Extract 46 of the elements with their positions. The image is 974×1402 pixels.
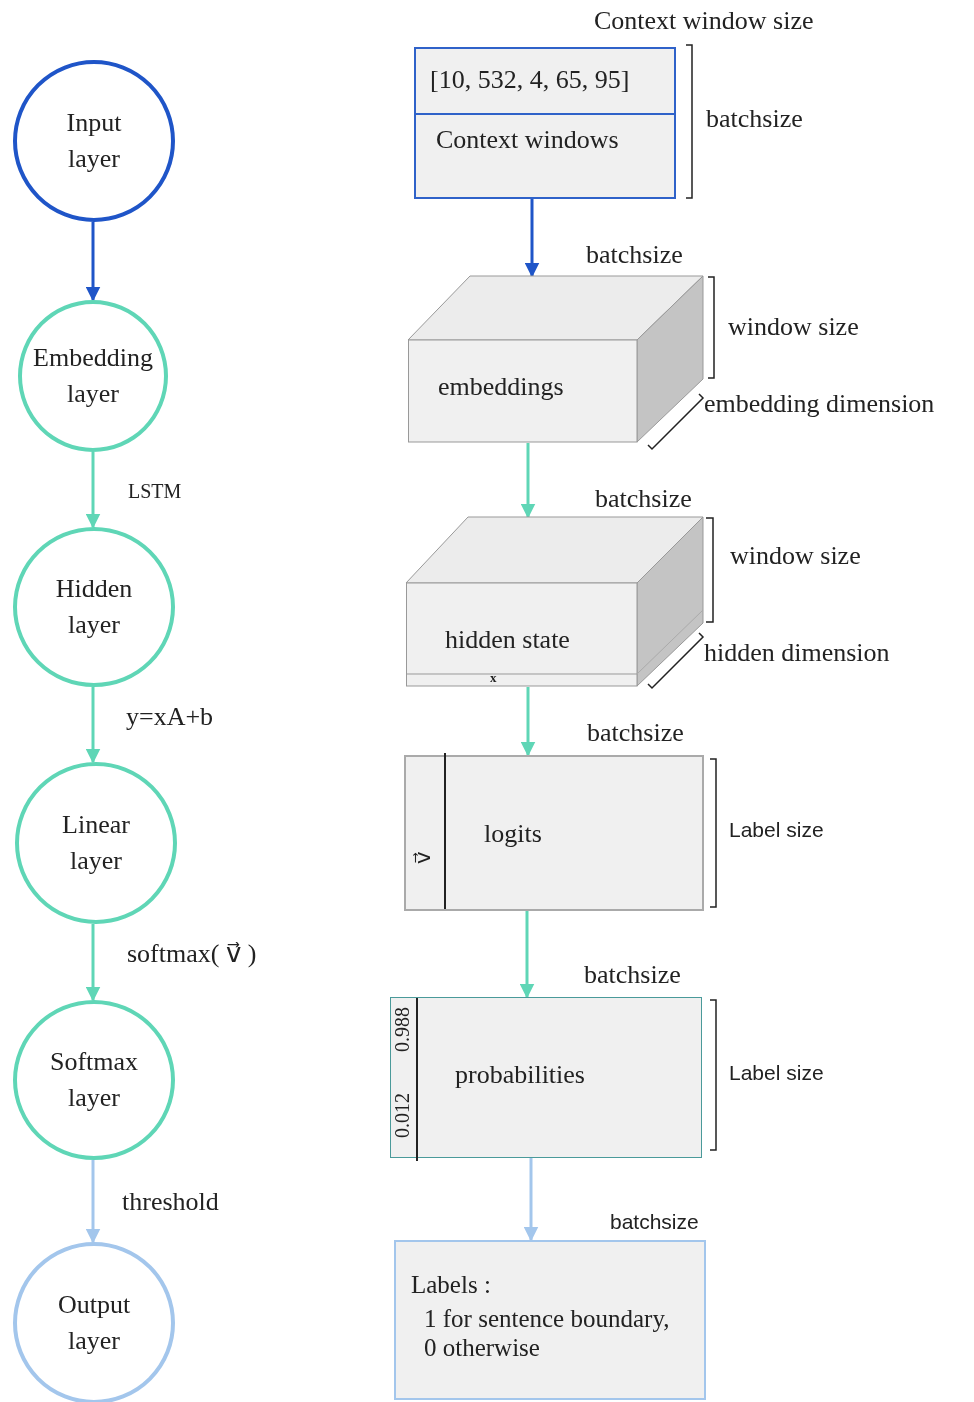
node-label: logits [484,819,542,849]
node-text: 0.012 [391,1093,414,1138]
node-label: hidden state [445,625,570,655]
node-label: Labels : [411,1271,491,1300]
layer-name: Linear layer [61,808,131,877]
dimension-label: batchsize [706,105,803,134]
node-label: probabilities [455,1060,585,1090]
layer-name: Output layer [56,1288,132,1357]
node-text: v⃗ [409,851,436,865]
arrow [520,687,536,757]
dimension-label: Label size [729,818,824,842]
layer-name: Hidden layer [54,572,134,641]
dimension-label: batchsize [587,719,684,748]
layer-name: Embedding layer [32,341,154,410]
output-box [394,1240,706,1400]
arrow [85,222,101,302]
dimension-label: batchsize [610,1210,699,1234]
dimension-label: window size [728,313,859,342]
dimension-label: window size [730,542,861,571]
data-box [414,47,676,199]
arrow [85,687,101,764]
edge-label: softmax( v⃗ ) [127,940,257,969]
dimension-label: batchsize [595,485,692,514]
dimension-label: Label size [729,1061,824,1085]
arrow [524,199,540,278]
node-text: x [490,671,497,686]
data-box [390,997,702,1158]
dimension-label: batchsize [586,241,683,270]
node-text: Context windows [436,125,619,155]
node-label: [10, 532, 4, 65, 95] [430,65,630,95]
arrow [520,443,536,519]
layer-name: Input layer [65,106,123,175]
arrow [523,1158,539,1242]
node-label: embeddings [438,372,564,402]
node-text: 0.988 [391,1007,414,1052]
dimension-label: batchsize [584,961,681,990]
dimension-label: embedding dimension [704,390,935,419]
arrow [85,924,101,1002]
dimension-label: Context window size [594,7,814,36]
arrow [519,911,535,999]
dimension-label: hidden dimension [704,639,890,668]
arrow [85,452,101,529]
arrow [85,1160,101,1244]
node-text: 1 for sentence boundary, 0 otherwise [424,1305,671,1363]
data-box [404,755,704,911]
layer-name: Softmax layer [48,1045,140,1114]
